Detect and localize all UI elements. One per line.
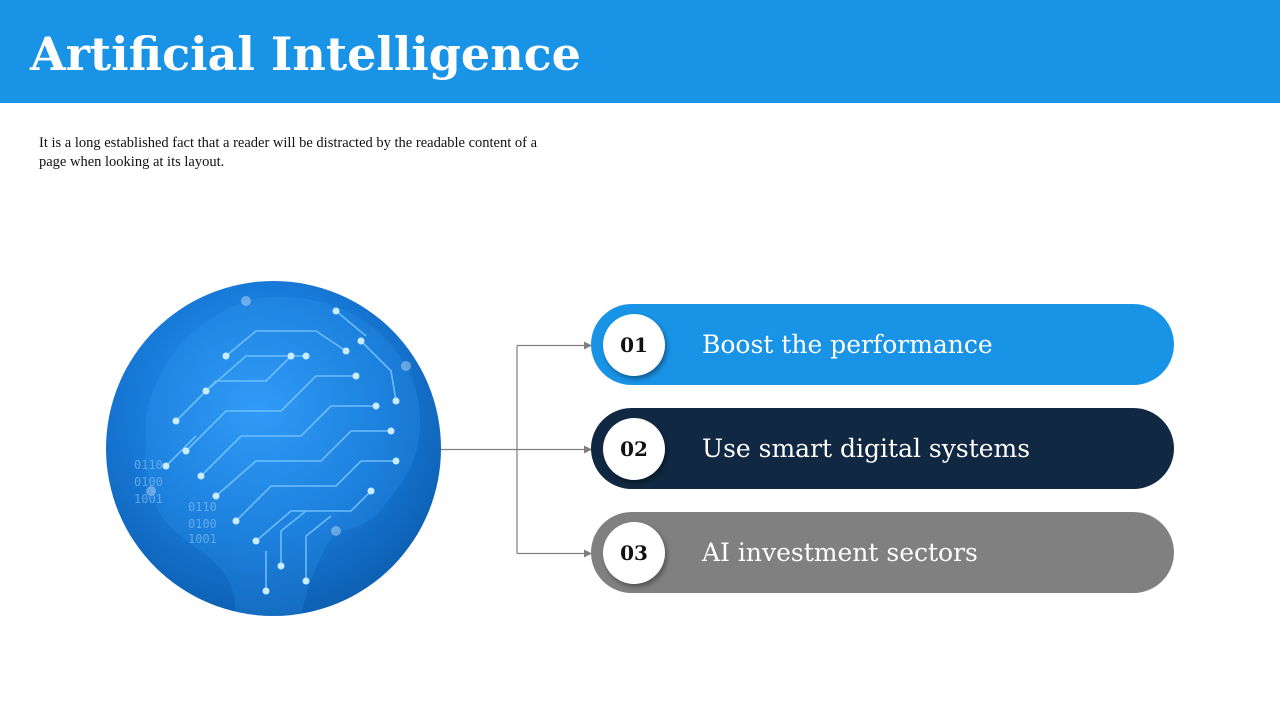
item-3-label: AI investment sectors bbox=[702, 538, 978, 567]
item-3: 03 AI investment sectors bbox=[591, 512, 1174, 593]
item-2-label: Use smart digital systems bbox=[702, 434, 1031, 463]
item-1: 01 Boost the performance bbox=[591, 304, 1174, 385]
title-bar: Artificial Intelligence bbox=[0, 0, 1280, 103]
binary-text-1: 0110 bbox=[134, 458, 163, 472]
page-title: Artificial Intelligence bbox=[30, 27, 581, 81]
binary-text-2: 0100 bbox=[134, 475, 163, 489]
item-3-number-badge: 03 bbox=[603, 522, 665, 584]
circuit-brain-globe-icon: 0110 0100 1001 0110 0100 1001 bbox=[106, 281, 441, 616]
binary-text-3: 1001 bbox=[134, 492, 163, 506]
binary-text-5: 0100 bbox=[188, 517, 217, 531]
binary-text-6: 1001 bbox=[188, 532, 217, 546]
item-1-label: Boost the performance bbox=[702, 330, 993, 359]
item-1-number-badge: 01 bbox=[603, 314, 665, 376]
binary-text-4: 0110 bbox=[188, 500, 217, 514]
intro-text: It is a long established fact that a rea… bbox=[39, 135, 538, 170]
item-2-number-badge: 02 bbox=[603, 418, 665, 480]
item-2: 02 Use smart digital systems bbox=[591, 408, 1174, 489]
